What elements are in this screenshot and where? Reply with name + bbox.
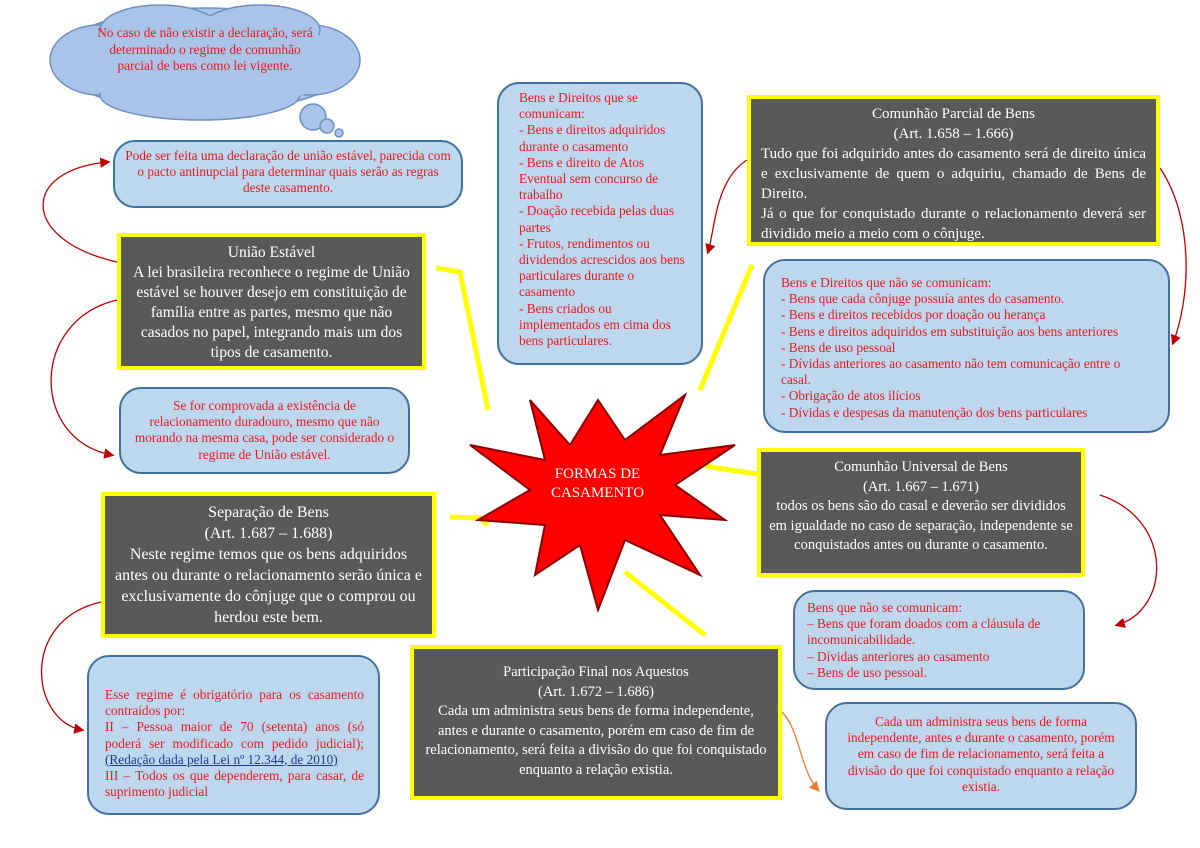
universal-note-item: – Bens de uso pessoal.	[807, 664, 928, 680]
separacao-note-item3: III – Todos os que dependerem, para casa…	[105, 768, 364, 800]
center-star	[469, 392, 736, 614]
universal-title: Comunhão Universal de Bens	[834, 459, 1008, 475]
uniao-title: União Estável	[227, 244, 316, 261]
uniao-estavel-box: União Estável A lei brasileira reconhece…	[117, 233, 426, 370]
aquestos-title: Participação Final nos Aquestos	[503, 664, 689, 680]
parcial-article: (Art. 1.658 – 1.666)	[893, 126, 1014, 142]
aquestos-article: (Art. 1.672 – 1.686)	[538, 683, 654, 700]
comunicam-item: - Frutos, rendimentos ou dividendos acre…	[519, 235, 685, 300]
comunhao-universal-box: Comunhão Universal de Bens (Art. 1.667 –…	[757, 448, 1085, 577]
center-label: FORMAS DE CASAMENTO	[535, 465, 660, 503]
comunicam-title: Bens e Direitos que se comunicam:	[519, 90, 638, 122]
uniao-proof-note: Se for comprovada a existência de relaci…	[119, 387, 410, 474]
separacao-title: Separação de Bens	[208, 504, 329, 521]
comunicam-item: - Bens e direito de Atos Eventual sem co…	[519, 154, 659, 203]
universal-note-item: – Bens que foram doados com a cláusula d…	[807, 616, 1041, 648]
universal-note: Bens que não se comunicam: – Bens que fo…	[793, 590, 1085, 690]
comunhao-parcial-box: Comunhão Parcial de Bens (Art. 1.658 – 1…	[747, 95, 1160, 246]
separacao-note-intro: Esse regime é obrigatório para os casame…	[105, 687, 364, 719]
parcial-body2: Já o que for conquistado durante o relac…	[761, 206, 1146, 242]
comunicam-note: Bens e Direitos que se comunicam: - Bens…	[497, 82, 703, 365]
red-arrows	[40, 157, 1187, 734]
comunicam-item: - Doação recebida pelas duas partes	[519, 203, 675, 235]
aquestos-note: Cada um administra seus bens de forma in…	[825, 702, 1137, 810]
separacao-article: (Art. 1.687 – 1.688)	[204, 525, 333, 542]
aquestos-body: Cada um administra seus bens de forma in…	[425, 703, 767, 778]
nao-comunicam-item: - Dívidas anteriores ao casamento não te…	[781, 356, 1121, 388]
cloud-note: No caso de não existir a declaração, ser…	[97, 25, 313, 73]
uniao-declaration-note: Pode ser feita uma declaração de união e…	[113, 140, 463, 208]
nao-comunicam-item: - Bens de uso pessoal	[781, 339, 896, 355]
nao-comunicam-item: - Bens que cada cônjuge possuía antes do…	[781, 291, 1065, 307]
nao-comunicam-item: - Bens e direitos adquiridos em substitu…	[781, 323, 1119, 339]
universal-article: (Art. 1.667 – 1.671)	[863, 478, 979, 495]
parcial-title: Comunhão Parcial de Bens	[872, 106, 1035, 122]
nao-comunicam-item: - Dívidas e despesas da manutenção dos b…	[781, 404, 1088, 420]
center-label-line2: CASAMENTO	[550, 485, 645, 501]
universal-note-title: Bens que não se comunicam:	[807, 600, 963, 615]
separacao-note-item2: II – Pessoa maior de 70 (setenta) anos (…	[105, 719, 364, 751]
nao-comunicam-note: Bens e Direitos que não se comunicam: - …	[763, 259, 1170, 433]
nao-comunicam-title: Bens e Direitos que não se comunicam:	[781, 275, 992, 290]
nao-comunicam-item: - Obrigação de atos ilícios	[781, 388, 921, 404]
separacao-box: Separação de Bens (Art. 1.687 – 1.688) N…	[101, 492, 436, 638]
law-link[interactable]: (Redação dada pela Lei nº 12.344, de 201…	[105, 751, 338, 767]
separacao-body: Neste regime temos que os bens adquirido…	[115, 546, 422, 626]
nao-comunicam-item: - Bens e direitos recebidos por doação o…	[781, 307, 1046, 323]
separacao-note: Esse regime é obrigatório para os casame…	[87, 655, 380, 815]
universal-note-item: – Dívidas anteriores ao casamento	[807, 648, 990, 664]
comunicam-item: - Bens e direitos adquiridos durante o c…	[519, 122, 666, 154]
parcial-body1: Tudo que foi adquirido antes do casament…	[761, 146, 1146, 202]
aquestos-box: Participação Final nos Aquestos (Art. 1.…	[410, 645, 782, 800]
center-label-line1: FORMAS DE	[554, 466, 641, 482]
uniao-body: A lei brasileira reconhece o regime de U…	[133, 264, 410, 361]
universal-body: todos os bens são do casal e deverão ser…	[769, 498, 1073, 553]
comunicam-item: - Bens criados ou implementados em cima …	[519, 300, 671, 349]
